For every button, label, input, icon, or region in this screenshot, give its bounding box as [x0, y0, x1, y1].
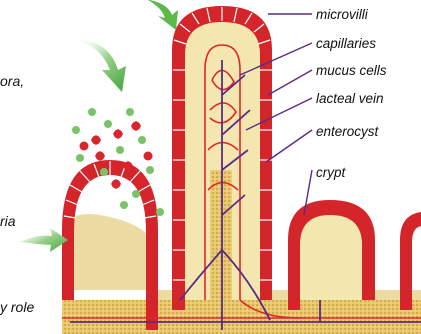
label-mucus-cells: mucus cells	[316, 63, 387, 78]
edge-text-ria: ria	[0, 213, 16, 229]
lacteal-core	[210, 170, 232, 310]
label-enterocyst: enterocyst	[316, 124, 380, 139]
right-fold-lamina	[300, 215, 362, 300]
label-microvilli: microvilli	[316, 7, 369, 22]
label-capillaries: capillaries	[316, 36, 376, 51]
green-arrow-icon	[148, 0, 178, 30]
left-fold-microvilli	[64, 161, 156, 218]
green-arrow-icon	[72, 40, 126, 92]
submucosa-layer	[62, 300, 421, 334]
edge-text-role: y role	[0, 299, 34, 315]
green-arrow-icon	[20, 228, 68, 252]
edge-text-ora: ora,	[0, 73, 24, 89]
label-crypt: crypt	[316, 165, 347, 180]
label-lacteal-vein: lacteal vein	[316, 91, 384, 106]
